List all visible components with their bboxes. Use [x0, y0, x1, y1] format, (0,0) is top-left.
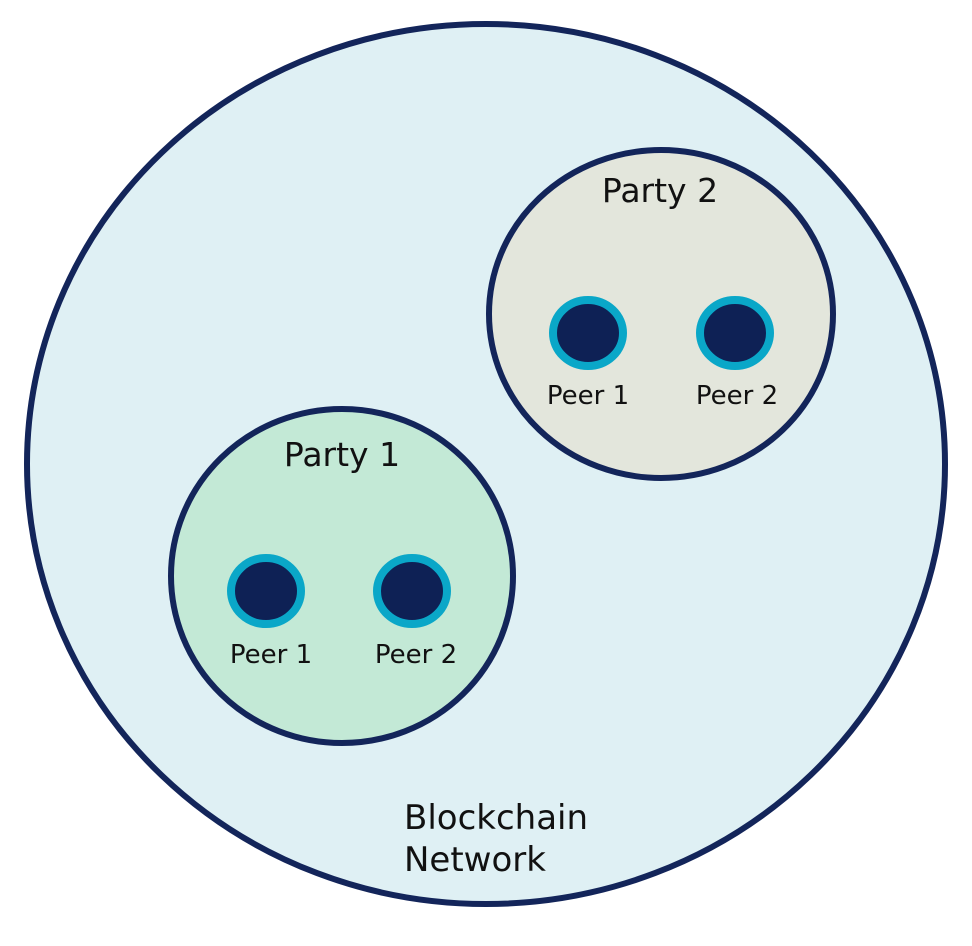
peer-node-icon	[227, 554, 305, 628]
party-1-peer-1: Peer 1	[227, 554, 312, 670]
peer-label: Peer 1	[230, 640, 312, 670]
party-1-title: Party 1	[284, 435, 400, 474]
party-2-circle	[486, 147, 836, 481]
party-2-peer-2: Peer 2	[696, 296, 778, 411]
peer-node-icon	[373, 554, 451, 628]
peer-label: Peer 2	[375, 640, 457, 670]
party-2: Party 2 Peer 1 Peer 2	[486, 147, 836, 481]
network-label-line-1: Blockchain	[404, 798, 588, 838]
party-2-peer-1: Peer 1	[547, 296, 629, 411]
party-1: Party 1 Peer 1 Peer 2	[168, 406, 516, 746]
peer-node-icon	[696, 296, 774, 370]
party-2-title: Party 2	[602, 171, 718, 210]
peer-label: Peer 2	[696, 381, 778, 411]
party-1-circle	[168, 406, 516, 746]
peer-label: Peer 1	[547, 381, 629, 411]
network-circle	[24, 21, 948, 907]
network-label-line-2: Network	[404, 840, 546, 880]
peer-node-icon	[549, 296, 627, 370]
party-1-peer-2: Peer 2	[373, 554, 457, 670]
